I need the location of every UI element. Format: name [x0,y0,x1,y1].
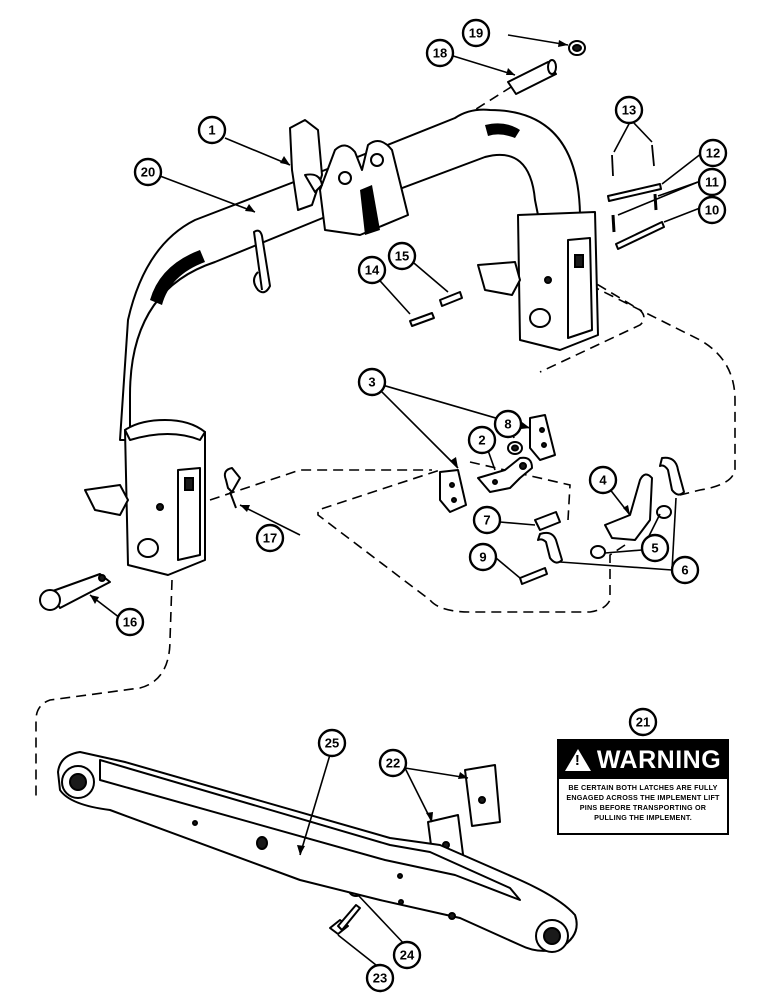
svg-text:21: 21 [636,715,650,730]
callout-13: 13 [614,95,644,125]
callout-12: 12 [698,138,728,168]
svg-text:6: 6 [681,563,688,578]
svg-text:4: 4 [599,473,607,488]
callout-4: 4 [588,465,618,495]
warning-text: BE CERTAIN BOTH LATCHES ARE FULLY ENGAGE… [566,783,720,822]
svg-text:20: 20 [141,165,155,180]
callout-25: 25 [317,728,347,758]
callout-7: 7 [472,505,502,535]
svg-text:18: 18 [433,46,447,61]
svg-text:2: 2 [478,433,485,448]
callout-3: 3 [357,367,387,397]
svg-text:14: 14 [365,263,380,278]
svg-text:3: 3 [368,375,375,390]
svg-text:13: 13 [622,103,636,118]
callout-14: 14 [357,255,387,285]
svg-text:23: 23 [373,971,387,986]
svg-text:7: 7 [483,513,490,528]
svg-text:19: 19 [469,26,483,41]
arrowheads [90,40,630,855]
svg-text:24: 24 [400,948,415,963]
callout-15: 15 [387,241,417,271]
svg-text:25: 25 [325,736,339,751]
leader-lines [89,34,703,966]
warning-header: ! WARNING [559,741,727,779]
svg-text:15: 15 [395,249,409,264]
warning-title: WARNING [596,745,722,774]
callout-22: 22 [378,748,408,778]
callout-18: 18 [425,38,455,68]
callout-2: 2 [467,425,497,455]
callout-23: 23 [365,963,395,993]
svg-text:1: 1 [208,123,215,138]
callout-8: 8 [493,409,523,439]
callout-17: 17 [255,523,285,553]
callout-10: 10 [697,195,727,225]
svg-text:11: 11 [705,175,719,190]
callout-9: 9 [468,542,498,572]
warning-decal: ! WARNING BE CERTAIN BOTH LATCHES ARE FU… [557,739,729,835]
svg-text:22: 22 [386,756,400,771]
svg-text:8: 8 [504,417,511,432]
svg-text:17: 17 [263,531,277,546]
callout-1: 1 [197,115,227,145]
svg-text:10: 10 [705,203,719,218]
warning-exclamation: ! [574,752,581,769]
callout-20: 20 [133,157,163,187]
svg-text:9: 9 [479,550,486,565]
svg-text:5: 5 [651,541,658,556]
hitch-frame [84,108,599,576]
callout-16: 16 [115,607,145,637]
callout-21: 21 [628,707,658,737]
svg-text:12: 12 [706,146,720,161]
svg-text:16: 16 [123,615,137,630]
warning-triangle-icon: ! [564,749,591,771]
dashed-assembly-lines [35,71,736,800]
callout-6: 6 [670,555,700,585]
callout-5: 5 [640,533,670,563]
lower-link-bar [57,751,578,953]
callout-24: 24 [392,940,422,970]
callout-11: 11 [697,167,727,197]
callout-19: 19 [461,18,491,48]
